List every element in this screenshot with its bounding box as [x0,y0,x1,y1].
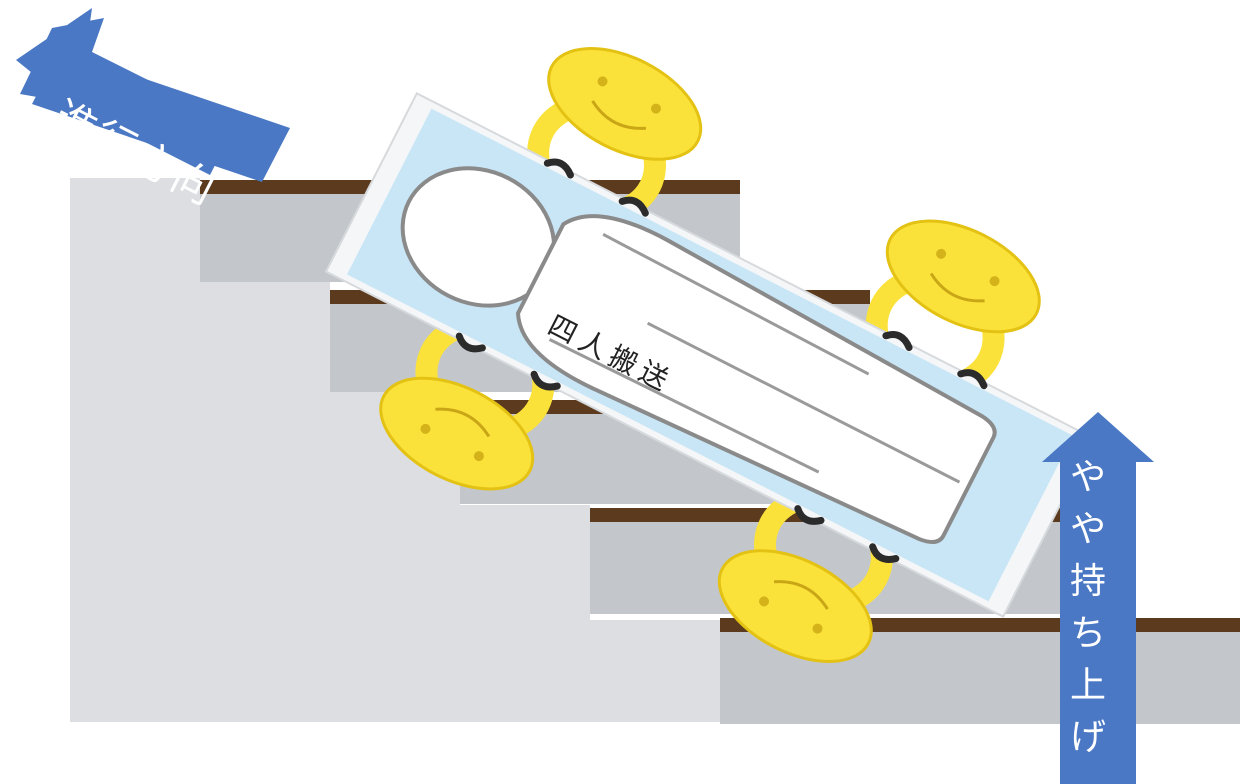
lift-label: やや持ち上げ [1060,452,1116,764]
carrier-face [869,198,1057,354]
carrier-face [531,26,719,182]
